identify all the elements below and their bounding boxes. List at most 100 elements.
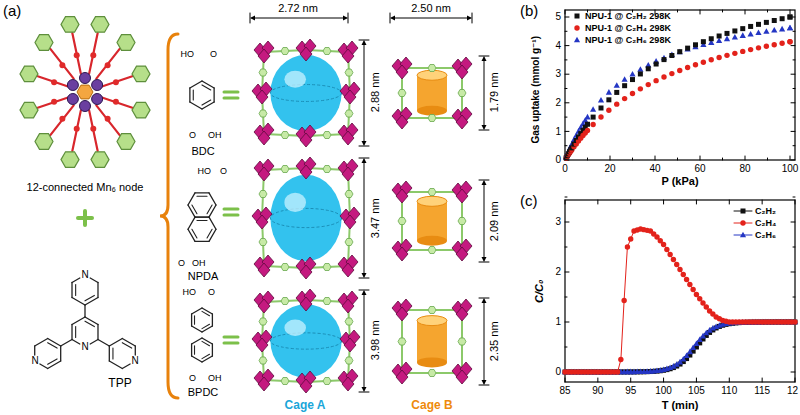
- data-marker: [599, 106, 604, 111]
- dimension-label: 2.88 nm: [369, 72, 382, 112]
- ring-bond: [85, 298, 98, 306]
- ring-bond: [48, 361, 61, 369]
- dimension-line: [364, 42, 365, 144]
- axis-tick: [677, 158, 678, 160]
- dimension-label: 2.72 nm: [278, 2, 318, 15]
- metal-cluster: [258, 167, 270, 181]
- data-marker: [662, 57, 667, 62]
- dimension-line: [359, 146, 369, 147]
- data-marker: [748, 31, 754, 37]
- ring-bond: [207, 229, 212, 238]
- legend-text: NPU-1 @ C₂H₂ 298K: [585, 11, 671, 21]
- tick-label: 40: [649, 163, 660, 175]
- axis-tick: [696, 378, 697, 382]
- data-marker: [671, 257, 676, 262]
- ring-bond: [192, 338, 202, 344]
- ring-bond: [190, 102, 202, 109]
- axis-tick: [655, 156, 656, 160]
- bond-line: [202, 362, 203, 368]
- data-marker: [687, 282, 692, 287]
- ring-bond: [109, 339, 122, 347]
- data-marker: [684, 277, 689, 282]
- molecule-label: BPDC: [188, 386, 219, 399]
- ring-bond: [72, 278, 80, 283]
- data-marker: [724, 36, 730, 42]
- dimension-line: [479, 385, 489, 386]
- pore-cylinder: [417, 201, 447, 240]
- ring-bond: [209, 205, 216, 217]
- axis-tick: [565, 131, 569, 132]
- data-marker: [677, 267, 682, 272]
- equals-sign: [224, 342, 238, 345]
- bond-line: [189, 241, 195, 251]
- ring-bond: [202, 85, 211, 90]
- metal-cluster: [396, 115, 408, 129]
- equals-sign: [224, 336, 238, 339]
- axis-tick: [791, 160, 795, 161]
- axis-tick: [791, 222, 795, 223]
- oxygen-atom: [105, 62, 111, 68]
- arrow-head: [482, 298, 487, 303]
- axis-title: P (kPa): [661, 175, 698, 188]
- molecule-label: BDC: [191, 145, 214, 158]
- bond-line: [202, 368, 207, 372]
- ring-bond: [75, 327, 76, 338]
- linker-ring: [345, 239, 353, 246]
- ring-bond: [60, 346, 61, 361]
- ring-bond: [202, 354, 209, 358]
- bond-line: [202, 302, 203, 308]
- ring-bond: [192, 229, 197, 238]
- metal-cluster: [256, 215, 268, 229]
- axis-tick: [632, 158, 633, 160]
- bond-line: [197, 61, 202, 66]
- linker-ring: [281, 298, 289, 305]
- axis-tick: [722, 158, 723, 160]
- metal-cluster: [396, 247, 408, 261]
- atom-label: HO: [181, 49, 195, 59]
- ring-bond: [202, 324, 209, 328]
- carboxylate-bond: [50, 105, 73, 135]
- axis-tick: [630, 200, 631, 204]
- metal-cluster: [300, 165, 312, 179]
- ring-bond: [202, 311, 209, 315]
- bond-line: [202, 124, 207, 128]
- metal-cluster: [456, 65, 468, 79]
- data-marker: [591, 115, 596, 120]
- data-marker: [732, 28, 737, 33]
- data-marker: [653, 78, 658, 83]
- phenyl-ring: [91, 152, 109, 168]
- oxygen-atom: [59, 116, 65, 122]
- data-marker: [788, 15, 793, 20]
- data-marker: [628, 236, 633, 241]
- carboxylate-bond: [100, 97, 132, 108]
- ring-bond: [72, 340, 80, 345]
- data-marker: [780, 16, 785, 21]
- pore-sphere: [270, 333, 341, 349]
- molecule-label: NPDA: [188, 270, 219, 283]
- data-marker: [638, 71, 643, 76]
- linker-ring: [259, 69, 267, 76]
- axis-tick: [793, 347, 795, 348]
- pore-cylinder: [417, 321, 447, 363]
- metal-cluster: [396, 370, 408, 384]
- data-marker: [638, 86, 643, 91]
- pore-cylinder: [417, 316, 447, 326]
- axis-tick: [565, 102, 569, 103]
- dimension-line: [252, 18, 346, 19]
- data-marker: [622, 96, 627, 101]
- oxygen-atom: [105, 116, 111, 122]
- linker-ring: [428, 189, 436, 196]
- metal-cluster: [344, 90, 356, 104]
- legend-marker: [571, 23, 583, 33]
- data-marker: [694, 292, 699, 297]
- data-marker: [584, 114, 590, 120]
- dimension-line: [359, 278, 369, 279]
- data-marker: [622, 76, 628, 82]
- manganese-atom: [92, 80, 103, 91]
- dimension-line: [479, 56, 489, 57]
- data-marker: [661, 242, 666, 247]
- data-marker: [701, 39, 706, 44]
- tick-label: 12: [787, 385, 798, 397]
- legend-entry: NPU-1 @ C₂H₄ 298K: [571, 23, 671, 33]
- axis-tick: [793, 88, 795, 89]
